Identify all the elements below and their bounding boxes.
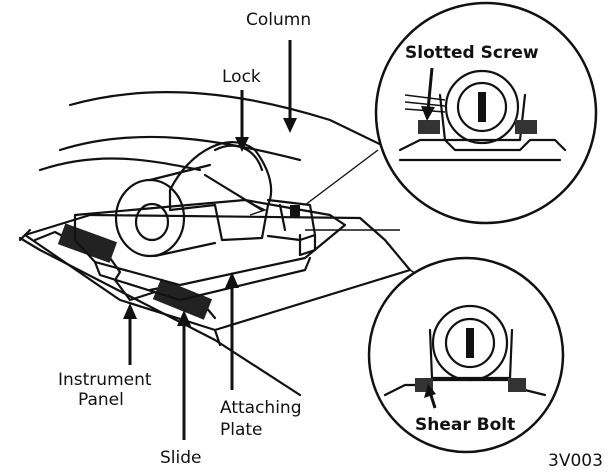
label-instrument-panel-line1: Instrument (58, 370, 152, 390)
arrow-column (283, 40, 297, 133)
lock-body (114, 141, 317, 258)
inset-leader-lines (304, 149, 400, 231)
label-shear-bolt: Shear Bolt (415, 415, 515, 435)
label-slotted-screw: Slotted Screw (405, 43, 539, 63)
column-tube (18, 91, 394, 242)
arrow-attaching-plate (225, 272, 239, 390)
label-attaching-plate-line2: Plate (220, 420, 263, 440)
label-slide: Slide (160, 448, 202, 468)
arrow-instrument-panel (123, 303, 137, 365)
label-figure-code: 3V003 (548, 451, 603, 471)
arrow-shear-bolt (424, 384, 437, 409)
slide (33, 223, 217, 320)
arrow-slide (177, 310, 191, 440)
label-lock: Lock (222, 67, 261, 87)
label-instrument-panel-line2: Panel (78, 390, 124, 410)
label-attaching-plate-line1: Attaching (220, 398, 302, 418)
label-column: Column (246, 10, 311, 30)
arrow-lock (235, 90, 249, 152)
shear-bolt-inset (367, 256, 565, 454)
arrow-slotted-screw (421, 67, 435, 121)
slotted-screw-inset (374, 1, 598, 225)
